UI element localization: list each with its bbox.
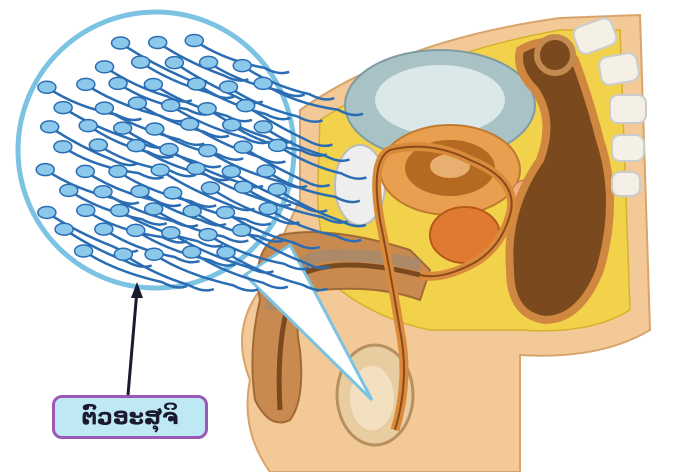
sperm-head [160, 144, 178, 156]
sperm-head [79, 120, 97, 132]
sperm-head [128, 97, 146, 109]
sperm-head [198, 103, 216, 115]
sperm-head [217, 246, 235, 258]
sperm-head [181, 118, 199, 130]
sperm-head [127, 224, 145, 236]
sperm-head [55, 223, 73, 235]
sperm-head [36, 164, 54, 176]
sperm-head [96, 61, 114, 73]
sperm-head [235, 181, 253, 193]
sperm-head [127, 140, 145, 152]
sperm-head [185, 34, 203, 46]
sperm-head [41, 121, 59, 133]
sperm-head [114, 248, 132, 260]
sperm-head [199, 229, 217, 241]
sperm-head [76, 165, 94, 177]
sperm-head [77, 204, 95, 216]
sperm-head [162, 99, 180, 111]
sperm-head [188, 78, 206, 90]
sperm-head [95, 223, 113, 235]
sperm-head [162, 227, 180, 239]
sperm-head [109, 77, 127, 89]
sperm-head [200, 56, 218, 68]
sperm-head [268, 183, 286, 195]
sperm-head [199, 145, 217, 157]
sperm-head [94, 186, 112, 198]
sperm-label: ຕົວອະສຸຈິ [52, 395, 208, 439]
colon-opening [537, 37, 573, 73]
sperm-head [54, 141, 72, 153]
sperm-head [111, 205, 129, 217]
sperm-head [254, 121, 272, 133]
sperm-head [131, 185, 149, 197]
sperm-head [145, 248, 163, 260]
sperm-head [95, 102, 113, 114]
sperm-head [222, 165, 240, 177]
sperm-head [38, 81, 56, 93]
sperm-head [114, 122, 132, 134]
sperm-head [216, 206, 234, 218]
sperm-head [233, 224, 251, 236]
sperm-head [233, 60, 251, 72]
sperm-head [201, 182, 219, 194]
sperm-head [144, 78, 162, 90]
sperm-head [151, 164, 169, 176]
label-arrow [128, 290, 137, 395]
sperm-head [220, 81, 238, 93]
sperm-head [165, 57, 183, 69]
sperm-head [254, 77, 272, 89]
sperm-head [54, 102, 72, 114]
sperm-head [183, 205, 201, 217]
sperm-head [183, 246, 201, 258]
sperm-head [38, 206, 56, 218]
sperm-head [257, 165, 275, 177]
sperm-head [149, 36, 167, 48]
sperm-head [259, 203, 277, 215]
sperm-label-text: ຕົວອະສຸຈິ [82, 405, 179, 430]
sperm-head [145, 203, 163, 215]
sperm-head [75, 245, 93, 257]
sperm-head [109, 165, 127, 177]
sperm-head [187, 162, 205, 174]
sperm-head [237, 100, 255, 112]
sperm-head [112, 37, 130, 49]
sperm-head [164, 187, 182, 199]
sperm-head [60, 184, 78, 196]
sperm-head [77, 78, 95, 90]
sperm-head [132, 56, 150, 68]
sperm-head [89, 139, 107, 151]
sperm-head [223, 119, 241, 131]
sperm-head [269, 139, 287, 151]
sperm-head [234, 141, 252, 153]
sperm-head [146, 123, 164, 135]
